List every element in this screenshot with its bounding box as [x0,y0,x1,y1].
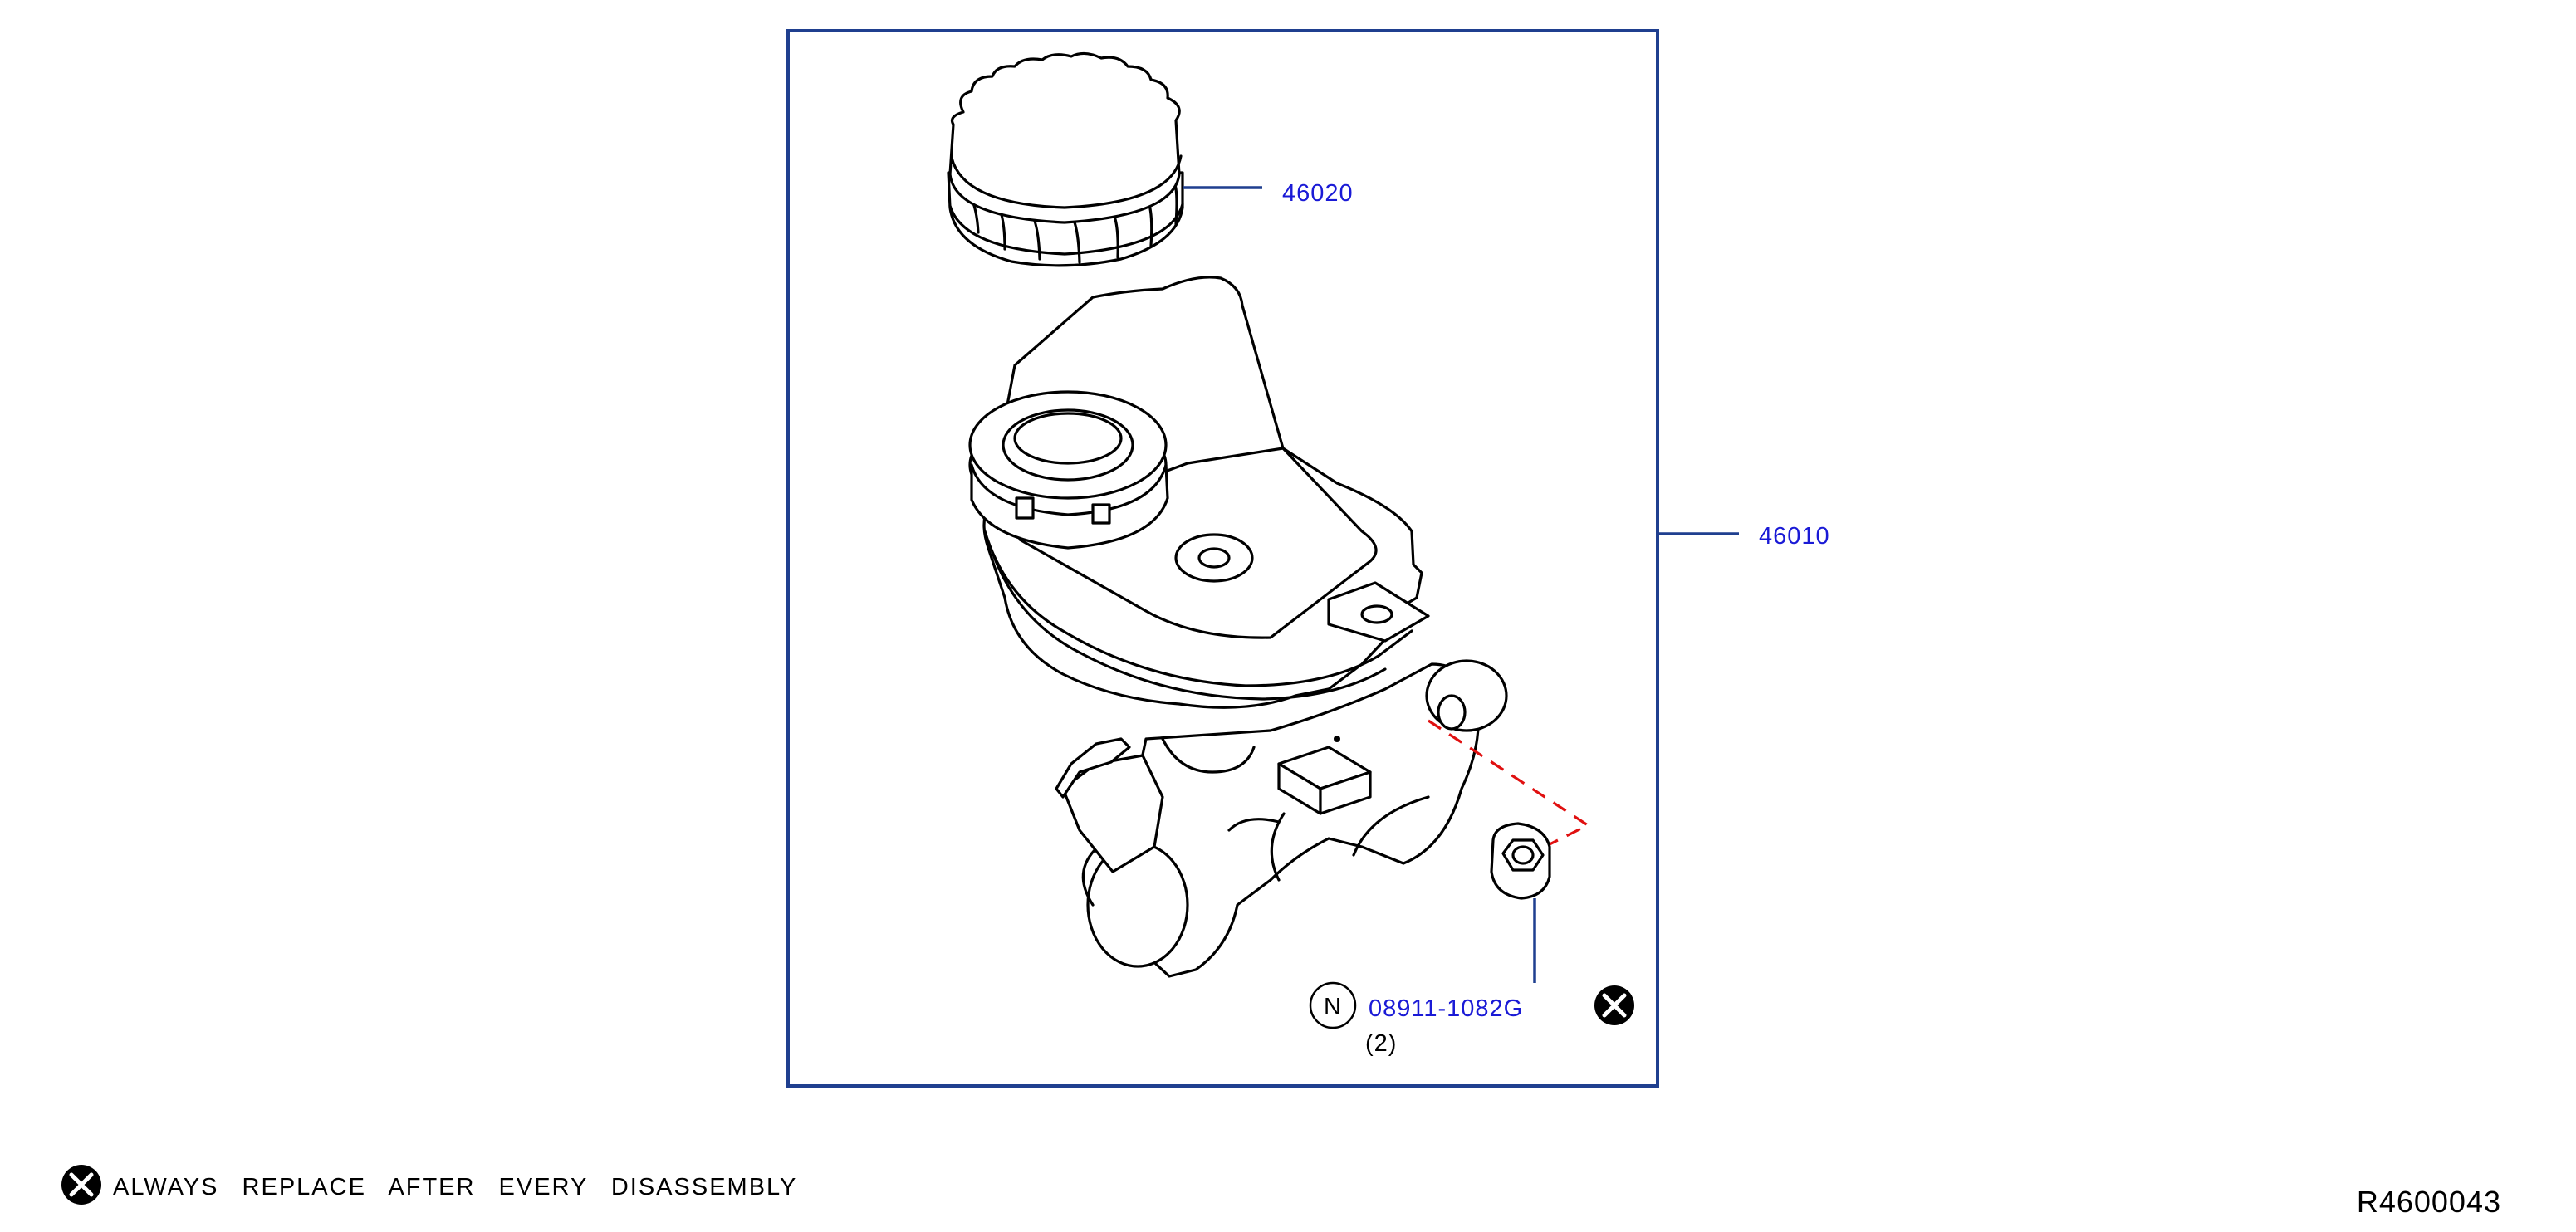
x-circle-icon [61,1165,101,1205]
part-number-08911-1082G[interactable]: 08911-1082G [1369,995,1523,1022]
diagram-reference-code: R4600043 [2357,1185,2501,1219]
master-cylinder-drawing [968,276,1508,978]
n-badge-circle [1309,981,1357,1029]
x-circle-icon [1594,985,1634,1025]
reservoir-cap-drawing [947,51,1184,267]
replacement-note: ALWAYS REPLACE AFTER EVERY DISASSEMBLY [113,1174,797,1200]
assembly-frame [786,29,1659,1088]
install-guide-dashed [1428,719,1591,850]
part-number-46010[interactable]: 46010 [1759,523,1830,550]
part-number-46020[interactable]: 46020 [1282,180,1354,207]
n-badge-letter: N [1324,994,1342,1020]
nut-quantity: (2) [1365,1030,1397,1057]
flange-nut-drawing [1490,822,1551,900]
